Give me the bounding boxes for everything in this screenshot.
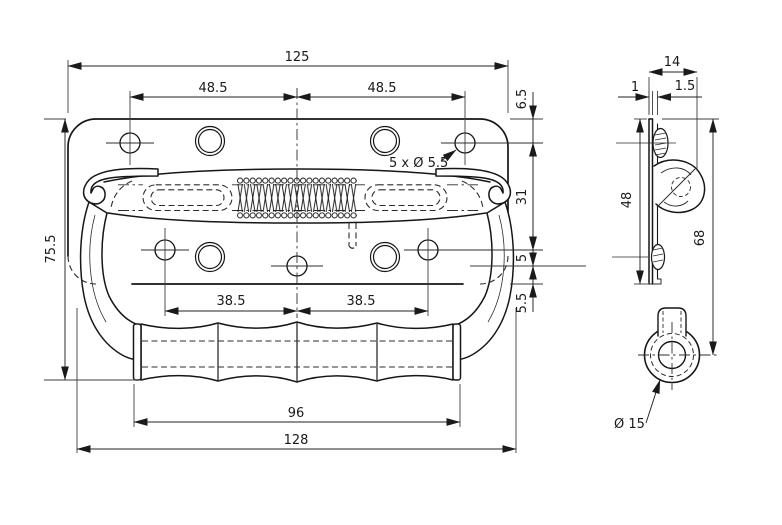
bail-right-accent [487, 214, 505, 323]
dim-grip-length: 96 [133, 384, 461, 427]
front-view [67, 88, 586, 383]
bail-arm-right [452, 201, 515, 362]
plate-corner-hidden-right [479, 255, 509, 285]
dim-label-depth: 14 [664, 55, 681, 70]
grip-diameter-label: Ø 15 [614, 417, 645, 432]
side-dimensions: 14 1 1.5 48 68 Ø 15 [614, 55, 719, 432]
dim-label-lower-span-right: 38.5 [347, 294, 376, 309]
grip-end-cap-left [132, 323, 142, 381]
front-dimensions: 125 48.5 48.5 75.5 38.5 38.5 96 [44, 50, 543, 453]
dim-label-lower-span-left: 38.5 [217, 294, 246, 309]
grip-end-cap-right [452, 323, 462, 381]
dim-label-thickness: 1 [631, 80, 639, 95]
pivot-hidden-left [110, 180, 133, 209]
dim-label-total-height: 75.5 [44, 235, 59, 264]
side-lower-rivet-boss [612, 243, 666, 271]
bail-arm-left [79, 201, 142, 362]
bail-left-accent [89, 214, 107, 323]
side-spring-rivet-boss [616, 127, 676, 159]
side-view [612, 118, 719, 390]
screw-holes [106, 91, 586, 316]
spring-channel-bottom-edge [107, 212, 487, 224]
hole-bottom-left [141, 228, 189, 316]
dim-label-grip-length: 96 [288, 406, 305, 421]
side-pivot-knuckle [653, 159, 706, 214]
dim-label-drop-height: 68 [693, 230, 708, 247]
dim-plate-height: 48 [620, 118, 648, 285]
hole-top-right [441, 91, 543, 165]
spring-anchor-hidden [348, 223, 357, 249]
dim-label-plate-height: 48 [620, 192, 635, 209]
pivot-hidden-right [461, 180, 484, 209]
dim-label-overall-width: 128 [284, 433, 309, 448]
grip-hidden-lines [142, 340, 452, 368]
grip-ridges [217, 322, 378, 382]
dim-label-edge-to-top-holes: 6.5 [515, 89, 530, 110]
channel-slot-left [142, 184, 233, 212]
side-grip-section [638, 307, 719, 390]
dim-chain-right: 6.5 31 5 5.5 [510, 89, 543, 314]
hole-bottom-right [404, 228, 543, 316]
dim-total-height: 75.5 [44, 118, 140, 381]
dim-lower-hole-span: 38.5 38.5 [164, 294, 429, 315]
grip-diameter-note: Ø 15 [614, 379, 661, 432]
pivot-curl-right [435, 167, 512, 205]
dim-label-top-span-left: 48.5 [199, 81, 228, 96]
dim-label-bottom-margin: 5.5 [515, 293, 530, 314]
dim-label-top-span-right: 48.5 [368, 81, 397, 96]
hole-note: 5 x Ø 5.5 [389, 149, 457, 171]
dim-drop-height: 68 [662, 118, 719, 356]
hole-center [271, 255, 586, 277]
rivets [194, 125, 401, 273]
dim-label-center-hole-offset: 5 [515, 254, 530, 262]
dim-label-hole-row-spacing: 31 [515, 189, 530, 206]
pivot-curl-left [82, 167, 159, 205]
dim-label-plate-width: 125 [285, 50, 310, 65]
hole-note-label: 5 x Ø 5.5 [389, 156, 448, 171]
mounting-plate-outline [67, 118, 509, 285]
dim-overall-width: 128 [76, 308, 517, 453]
dim-thickness: 1 1.5 [618, 79, 702, 115]
channel-slot-right [364, 184, 448, 212]
dim-top-hole-span: 48.5 48.5 [129, 81, 466, 101]
dim-plate-width: 125 [67, 50, 509, 113]
dim-label-flange-offset: 1.5 [675, 79, 696, 94]
hole-top-left [106, 91, 154, 165]
